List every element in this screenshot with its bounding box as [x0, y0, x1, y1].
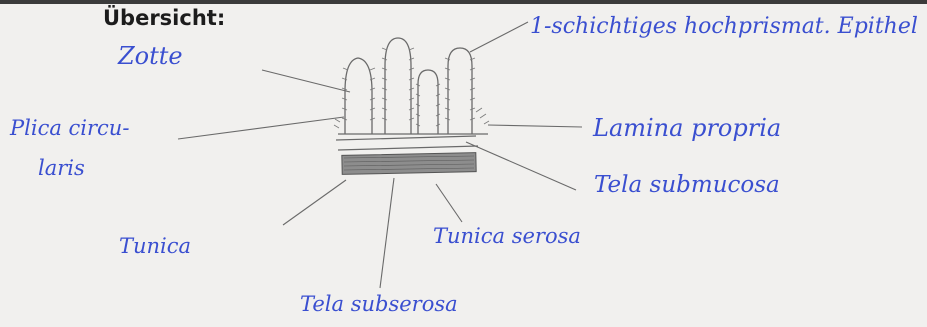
villus-2 — [385, 38, 411, 134]
tunica-muscularis-band — [342, 153, 476, 175]
submucosa-top — [336, 136, 476, 140]
submucosa-bottom — [338, 146, 478, 150]
wall-layers — [336, 136, 478, 150]
villi — [338, 38, 488, 134]
pointer-tela-subserosa — [380, 178, 394, 288]
pointer-lamina-propria — [488, 125, 582, 127]
pointer-epithel — [470, 22, 528, 52]
villus-3 — [418, 70, 438, 134]
pointer-tunica-serosa — [436, 184, 462, 222]
pointer-tunica — [283, 180, 346, 225]
villus-4 — [448, 48, 472, 134]
pointer-tela-submucosa — [466, 142, 576, 190]
pointer-plica — [178, 117, 344, 139]
pointer-zotte — [262, 70, 350, 92]
villus-1 — [345, 58, 372, 134]
